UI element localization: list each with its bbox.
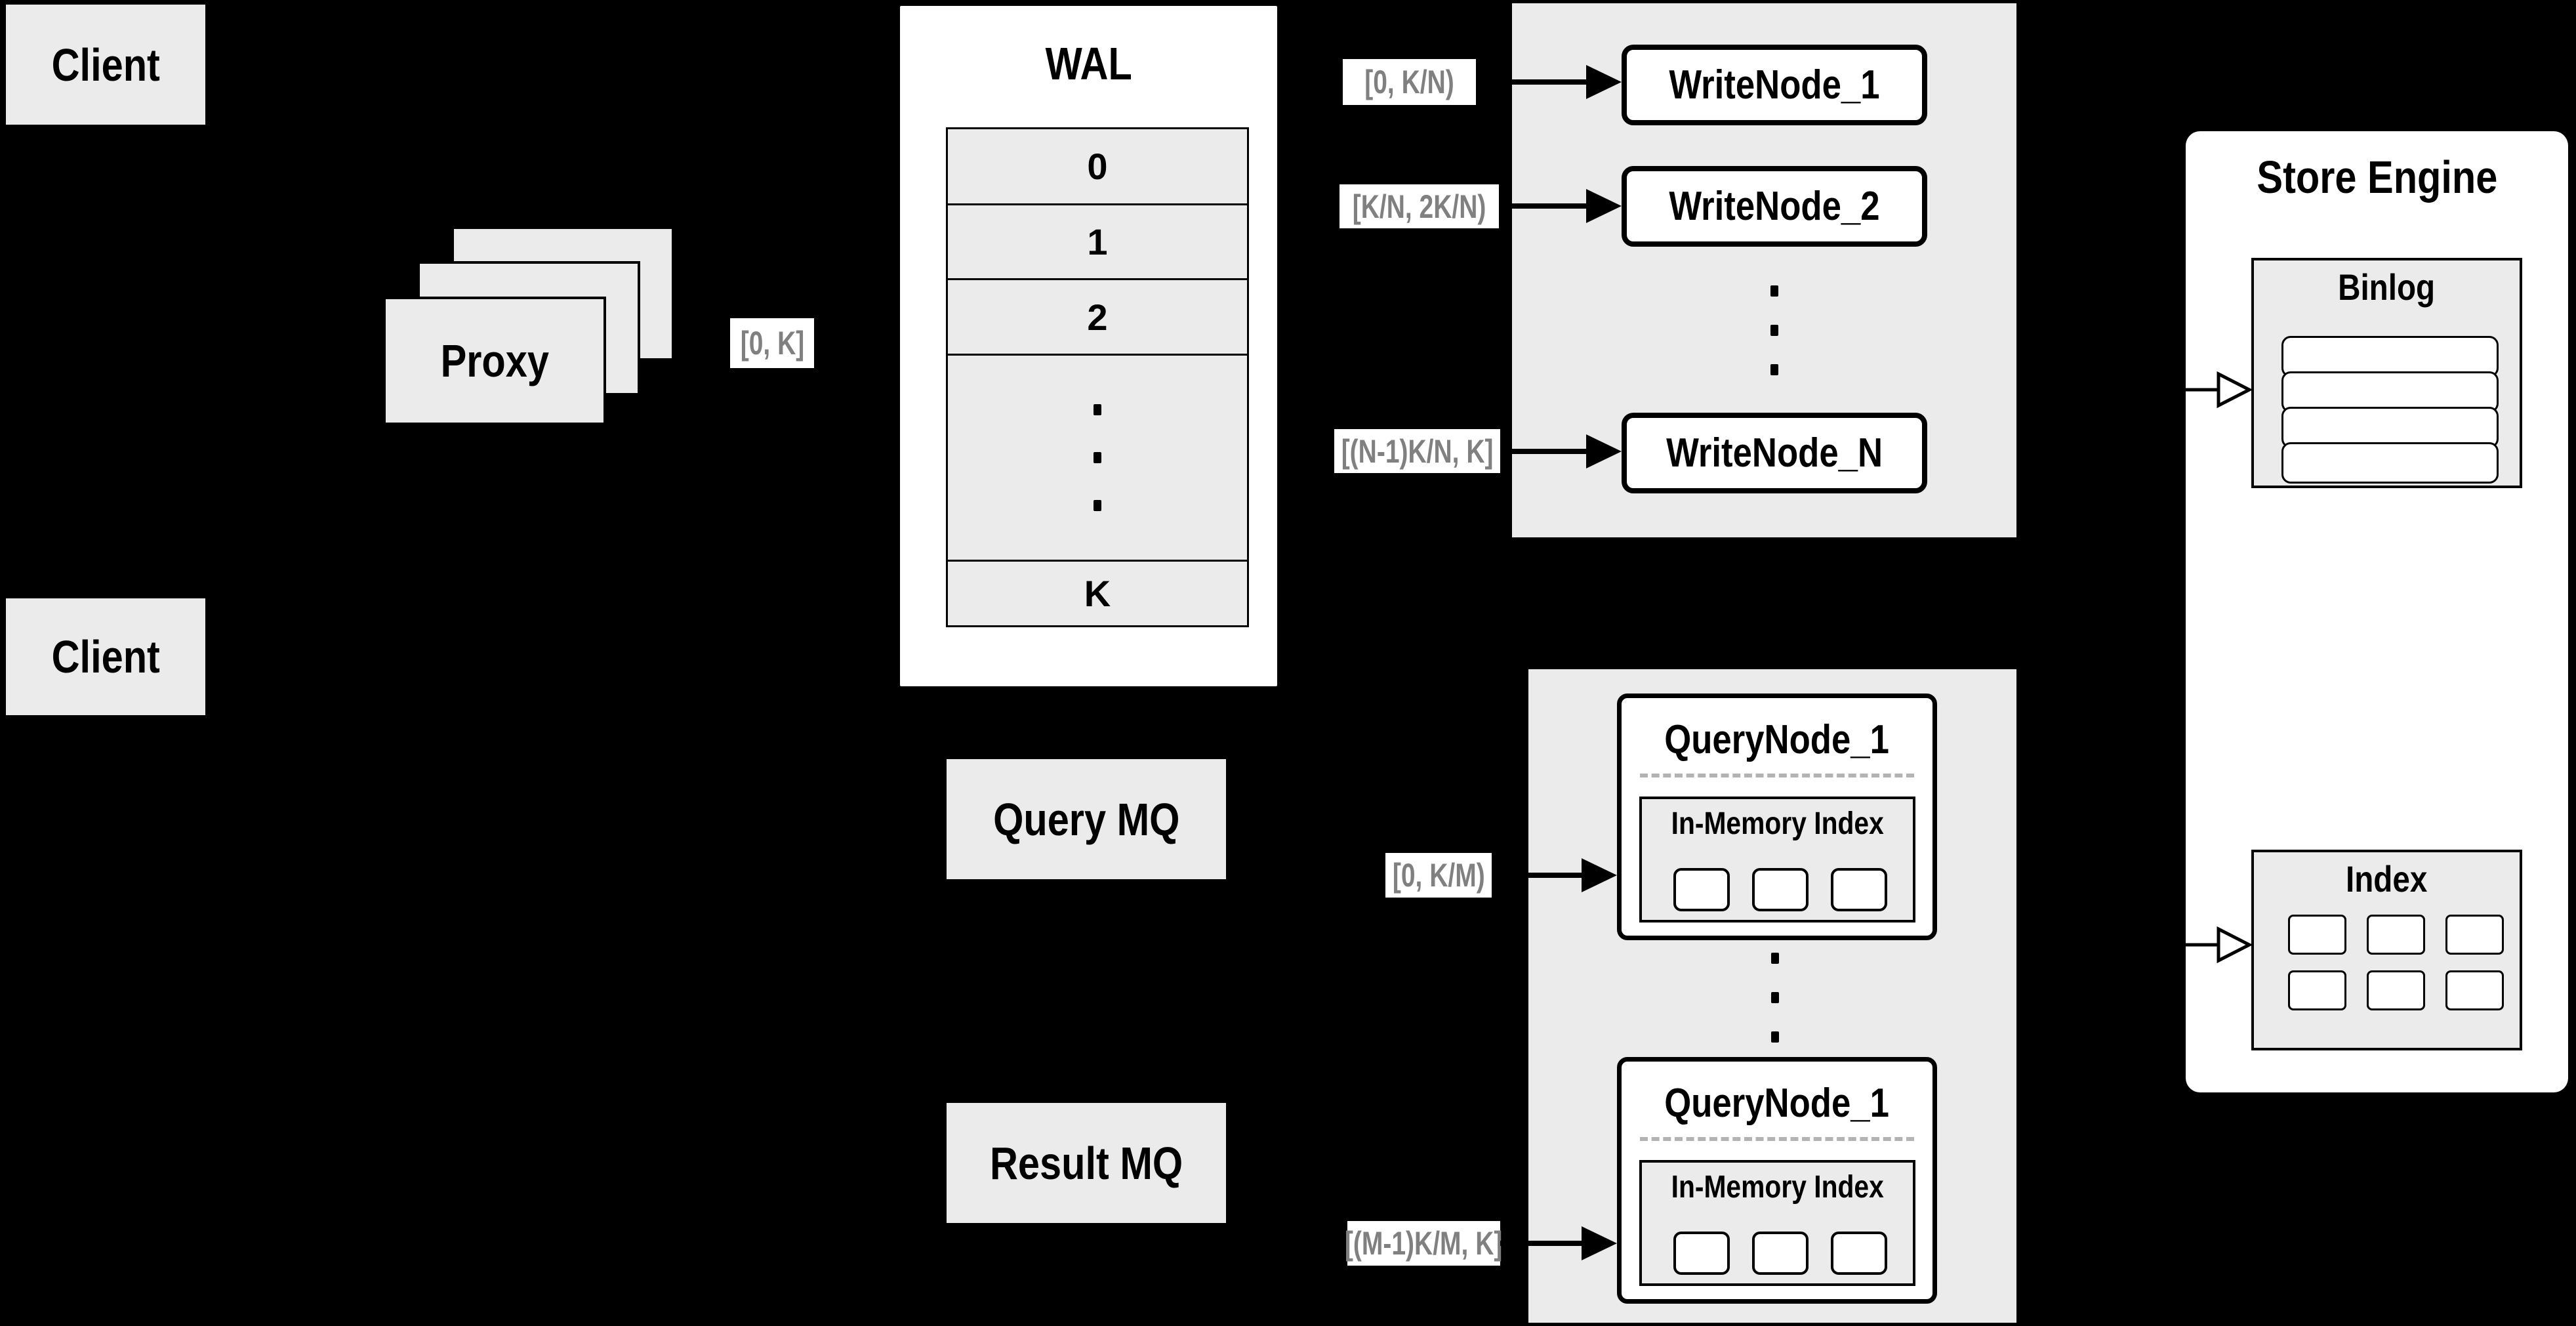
client-box-bottom: Client	[6, 598, 205, 715]
index-segment-chip	[2367, 915, 2425, 955]
index-segment-chip	[2288, 915, 2346, 955]
ellipsis-dot-icon	[1771, 992, 1779, 1003]
store-engine-title: Store Engine	[2257, 152, 2497, 203]
proxy-box: Proxy	[383, 297, 606, 425]
in-memory-index-label: In-Memory Index	[1671, 806, 1884, 841]
wal-row-1: 1	[948, 203, 1247, 278]
range-label-write-2: [K/N, 2K/N)	[1339, 184, 1499, 228]
ellipsis-dot-icon	[1770, 285, 1778, 297]
write-node-1: WriteNode_1	[1622, 45, 1927, 125]
proxy-label: Proxy	[440, 335, 549, 386]
result-mq-box: Result MQ	[947, 1103, 1226, 1223]
index-segment-chip	[2445, 915, 2504, 955]
arrow-right-icon	[1500, 434, 1622, 468]
index-title: Index	[2346, 858, 2428, 900]
client-box-top-label: Client	[51, 39, 160, 91]
query-node-2: QueryNode_1 In-Memory Index	[1617, 1057, 1937, 1304]
range-label-write-1: [0, K/N)	[1343, 59, 1476, 105]
range-label-query-1: [0, K/M)	[1385, 853, 1492, 898]
range-label-query-m: [(M-1)K/M, K]	[1345, 1221, 1503, 1266]
ellipsis-dot-icon	[1770, 364, 1778, 375]
memory-segment-chip	[1673, 1232, 1730, 1275]
wal-box: WAL 0 1 2 K	[897, 3, 1280, 689]
wal-segment-table: 0 1 2 K	[946, 127, 1249, 627]
wal-row-0: 0	[1087, 146, 1108, 187]
index-segment-chip	[2367, 970, 2425, 1010]
in-memory-index-label: In-Memory Index	[1671, 1170, 1884, 1205]
write-node-n: WriteNode_N	[1622, 413, 1927, 493]
ellipsis-dot-icon	[1771, 953, 1779, 964]
write-node-2: WriteNode_2	[1622, 166, 1927, 247]
hollow-arrow-right-icon	[2186, 371, 2253, 409]
range-label-proxy-out: [0, K]	[730, 318, 814, 368]
arrow-right-icon	[1499, 189, 1622, 223]
dashed-divider	[1640, 1137, 1914, 1141]
memory-segment-chip	[1752, 1232, 1809, 1275]
binlog-row-bar	[2281, 442, 2499, 484]
client-box-bottom-label: Client	[51, 631, 160, 682]
memory-segment-chip	[1752, 868, 1809, 911]
hollow-arrow-right-icon	[2186, 926, 2253, 964]
ellipsis-dot-icon	[1770, 325, 1778, 336]
arrow-right-icon	[1476, 65, 1622, 99]
wal-row-ellipsis	[948, 354, 1247, 560]
store-engine-box: Store Engine Binlog Index	[2186, 131, 2568, 1092]
wal-row-2: 2	[948, 278, 1247, 354]
ellipsis-dot-icon	[1094, 500, 1101, 511]
wal-title: WAL	[1045, 38, 1132, 89]
binlog-box: Binlog	[2251, 258, 2522, 488]
query-mq-box: Query MQ	[947, 759, 1226, 879]
wal-row-k: K	[948, 560, 1247, 625]
arrow-right-icon	[1500, 1226, 1617, 1260]
binlog-title: Binlog	[2338, 266, 2436, 308]
in-memory-index-box: In-Memory Index	[1639, 1160, 1915, 1286]
client-box-top: Client	[6, 5, 205, 125]
arrow-right-icon	[1492, 858, 1617, 892]
memory-segment-chip	[1831, 868, 1887, 911]
ellipsis-dot-icon	[1771, 1031, 1779, 1043]
index-segment-chip	[2288, 970, 2346, 1010]
query-node-2-title: QueryNode_1	[1664, 1081, 1890, 1126]
query-node-1-title: QueryNode_1	[1664, 717, 1890, 762]
index-segment-chip	[2445, 970, 2504, 1010]
memory-segment-chip	[1831, 1232, 1887, 1275]
query-node-1: QueryNode_1 In-Memory Index	[1617, 694, 1937, 940]
index-box: Index	[2251, 850, 2522, 1050]
ellipsis-dot-icon	[1094, 452, 1101, 463]
dashed-divider	[1640, 774, 1914, 777]
in-memory-index-box: In-Memory Index	[1639, 797, 1915, 922]
range-label-write-n: [(N-1)K/N, K]	[1334, 429, 1500, 473]
memory-segment-chip	[1673, 868, 1730, 911]
ellipsis-dot-icon	[1094, 404, 1101, 415]
